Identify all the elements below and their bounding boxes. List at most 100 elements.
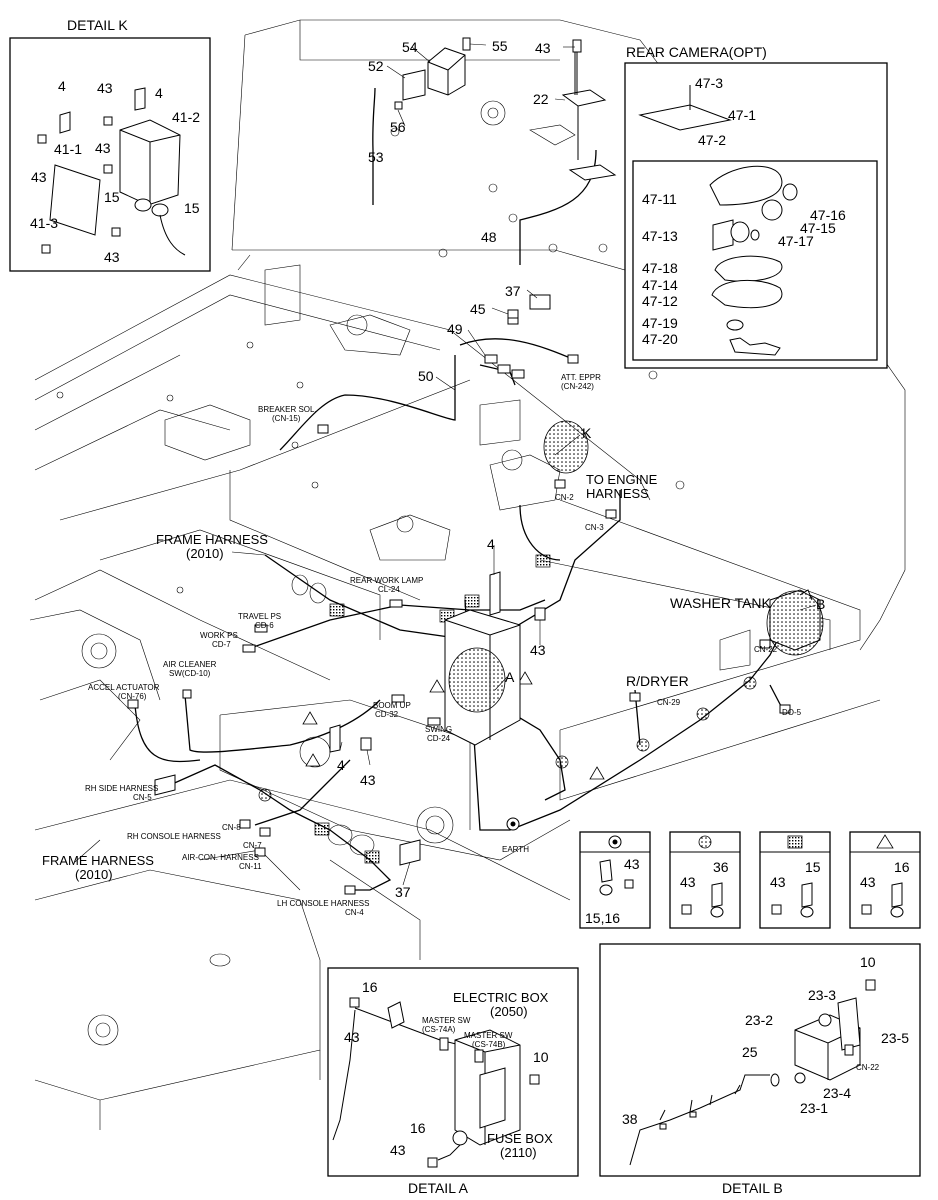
detail-k-title: DETAIL K [67,17,128,33]
detail-b-title: DETAIL B [722,1180,783,1196]
harness-clips [258,554,790,864]
callout: 4 [337,757,345,773]
callout: 52 [368,58,384,74]
connector-label: DO-5 [782,708,802,717]
label: 43 [31,169,47,185]
connector-label: FRAME HARNESS [156,532,268,547]
connector-label: CN-22 [754,645,778,654]
callout: 22 [533,91,549,107]
callout: 50 [418,368,434,384]
detail-a-title: DETAIL A [408,1180,469,1196]
label: ELECTRIC BOX [453,990,549,1005]
detail-k-panel: DETAIL K 4 43 4 41-2 41-1 43 43 15 15 41… [9,17,211,272]
connector-label: RH SIDE HARNESS [85,784,158,793]
callout: 53 [368,149,384,165]
connector-label: TO ENGINE [586,472,658,487]
connector-label: FRAME HARNESS [42,853,154,868]
label: 47-3 [695,75,723,91]
label: 23-3 [808,987,836,1003]
legend-label: 43 [624,856,640,872]
connector-label: CN-8 [222,823,241,832]
connector-label: CN-29 [657,698,681,707]
legend-label: 36 [713,859,729,875]
label: (2050) [490,1004,528,1019]
callout: 43 [360,772,376,788]
callout: 45 [470,301,486,317]
label: 43 [344,1029,360,1045]
label: 23-1 [800,1100,828,1116]
detail-b-panel: DETAIL B 10 23-3 23-2 23-5 25 CN-22 23-4… [599,943,921,1196]
connector-label: RH CONSOLE HARNESS [127,832,221,841]
connector-label: CN-5 [133,793,152,802]
connector-label: REAR WORK LAMP [350,576,423,585]
label: 15 [104,189,120,205]
connector-label: CD-6 [255,621,274,630]
label: 47-14 [642,277,678,293]
connector-label: CN-7 [243,841,262,850]
label: 47-18 [642,260,678,276]
label: 41-1 [54,141,82,157]
callout: 43 [535,40,551,56]
connector-label: AIR-CON. HARNESS [182,853,259,862]
callout: 54 [402,39,418,55]
legend-circle-hatch-icon [698,835,712,849]
label: 38 [622,1111,638,1127]
legend-label: 16 [894,859,910,875]
label: 23-5 [881,1030,909,1046]
connector-label: AIR CLEANER [163,660,217,669]
label: (CS-74B) [472,1040,506,1049]
connector-label: CD-32 [375,710,399,719]
connector-label: SW(CD-10) [169,669,211,678]
legend-label: 43 [770,874,786,890]
detail-a-marker [448,647,506,713]
callout: 37 [395,884,411,900]
label: 43 [97,80,113,96]
label: FUSE BOX [487,1131,553,1146]
connector-label: EARTH [502,845,529,854]
connector-label: WASHER TANK [670,595,772,611]
label: 23-2 [745,1012,773,1028]
connector-label: TRAVEL PS [238,612,281,621]
detail-a-panel: DETAIL A 16 43 ELECTRIC BOX (2050) MASTE… [327,967,579,1196]
legend-square-hatch-icon [787,835,803,849]
label: 47-20 [642,331,678,347]
connector-label: CN-11 [239,862,262,871]
legend: 43 15,16 36 43 15 43 16 43 [579,831,921,929]
label: 4 [155,85,163,101]
label: 47-1 [728,107,756,123]
label: 16 [410,1120,426,1136]
connector-label: BOOM UP [373,701,411,710]
label: 41-2 [172,109,200,125]
callout: 4 [487,536,495,552]
callout: 55 [492,38,508,54]
connector-label: (CN-76) [118,692,147,701]
label: 47-11 [642,191,677,207]
connector-label: LH CONSOLE HARNESS [277,899,369,908]
label: 10 [860,954,876,970]
connector-label: CD-24 [427,734,451,743]
connector-label: CN-4 [345,908,364,917]
main-callouts: 54 55 43 52 56 53 22 48 37 45 49 50 K 4 … [337,38,825,900]
callout: 49 [447,321,463,337]
label: 23-4 [823,1085,851,1101]
connector-label: BREAKER SOL. [258,405,317,414]
callout: 43 [530,642,546,658]
label: 10 [533,1049,549,1065]
rear-camera-panel: REAR CAMERA(OPT) 47-3 47-1 47-2 47-11 47… [624,44,888,369]
label: CN-22 [856,1063,880,1072]
legend-label: 15,16 [585,910,620,926]
connector-label: (2010) [186,546,224,561]
connector-label: ACCEL ACTUATOR [88,683,160,692]
label: 4 [58,78,66,94]
label: 41-3 [30,215,58,231]
connector-label: SWING [425,725,452,734]
connector-label: CD-7 [212,640,231,649]
legend-label: 15 [805,859,821,875]
callout: 37 [505,283,521,299]
label: MASTER SW [422,1016,471,1025]
callout: K [582,425,592,441]
label: (2110) [500,1145,537,1160]
legend-label: 43 [680,874,696,890]
label: 47-2 [698,132,726,148]
